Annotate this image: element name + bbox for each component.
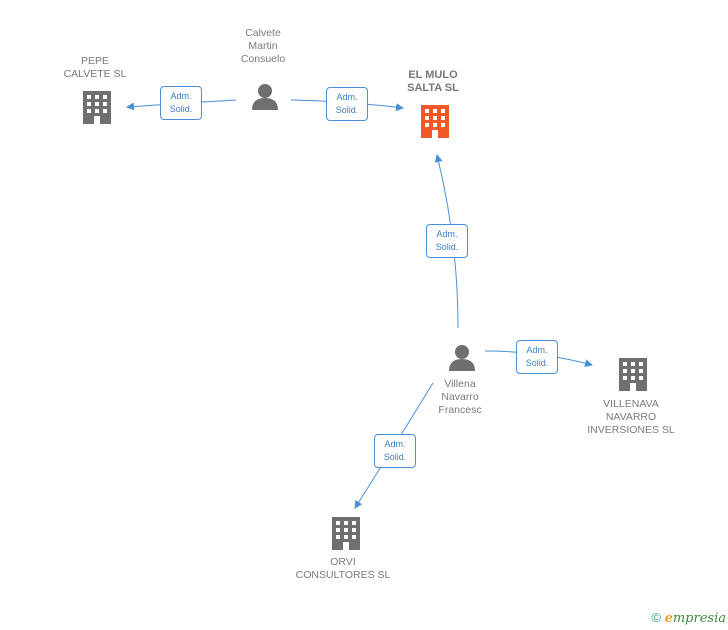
company-label-villenava[interactable]: VILLENAVA NAVARRO INVERSIONES SL [587, 398, 675, 436]
building-icon [332, 517, 360, 550]
copyright-symbol: © [651, 610, 661, 625]
building-icon [619, 358, 647, 391]
building-icon [83, 91, 111, 124]
edge-label-adm-solid: Adm. Solid. [426, 224, 468, 258]
edge-label-adm-solid: Adm. Solid. [374, 434, 416, 468]
company-label-orvi[interactable]: ORVI CONSULTORES SL [295, 556, 391, 581]
brand-logo-text: mpresia [672, 611, 726, 626]
edge-label-adm-solid: Adm. Solid. [160, 86, 202, 120]
edge-label-adm-solid: Adm. Solid. [326, 87, 368, 121]
building-icon-highlight [421, 105, 449, 138]
company-label-pepe-calvete[interactable]: PEPE CALVETE SL [63, 55, 127, 80]
brand-logo-e: e [664, 611, 673, 626]
person-icon [252, 84, 278, 110]
empresia-logo: © empresia [651, 610, 726, 626]
company-label-el-mulo[interactable]: EL MULO SALTA SL [407, 69, 459, 94]
person-label-calvete-martin[interactable]: Calvete Martin Consuelo [240, 27, 286, 65]
edge-label-adm-solid: Adm. Solid. [516, 340, 558, 374]
person-icon [449, 345, 475, 371]
person-label-villena-navarro[interactable]: Villena Navarro Francesc [438, 378, 482, 416]
